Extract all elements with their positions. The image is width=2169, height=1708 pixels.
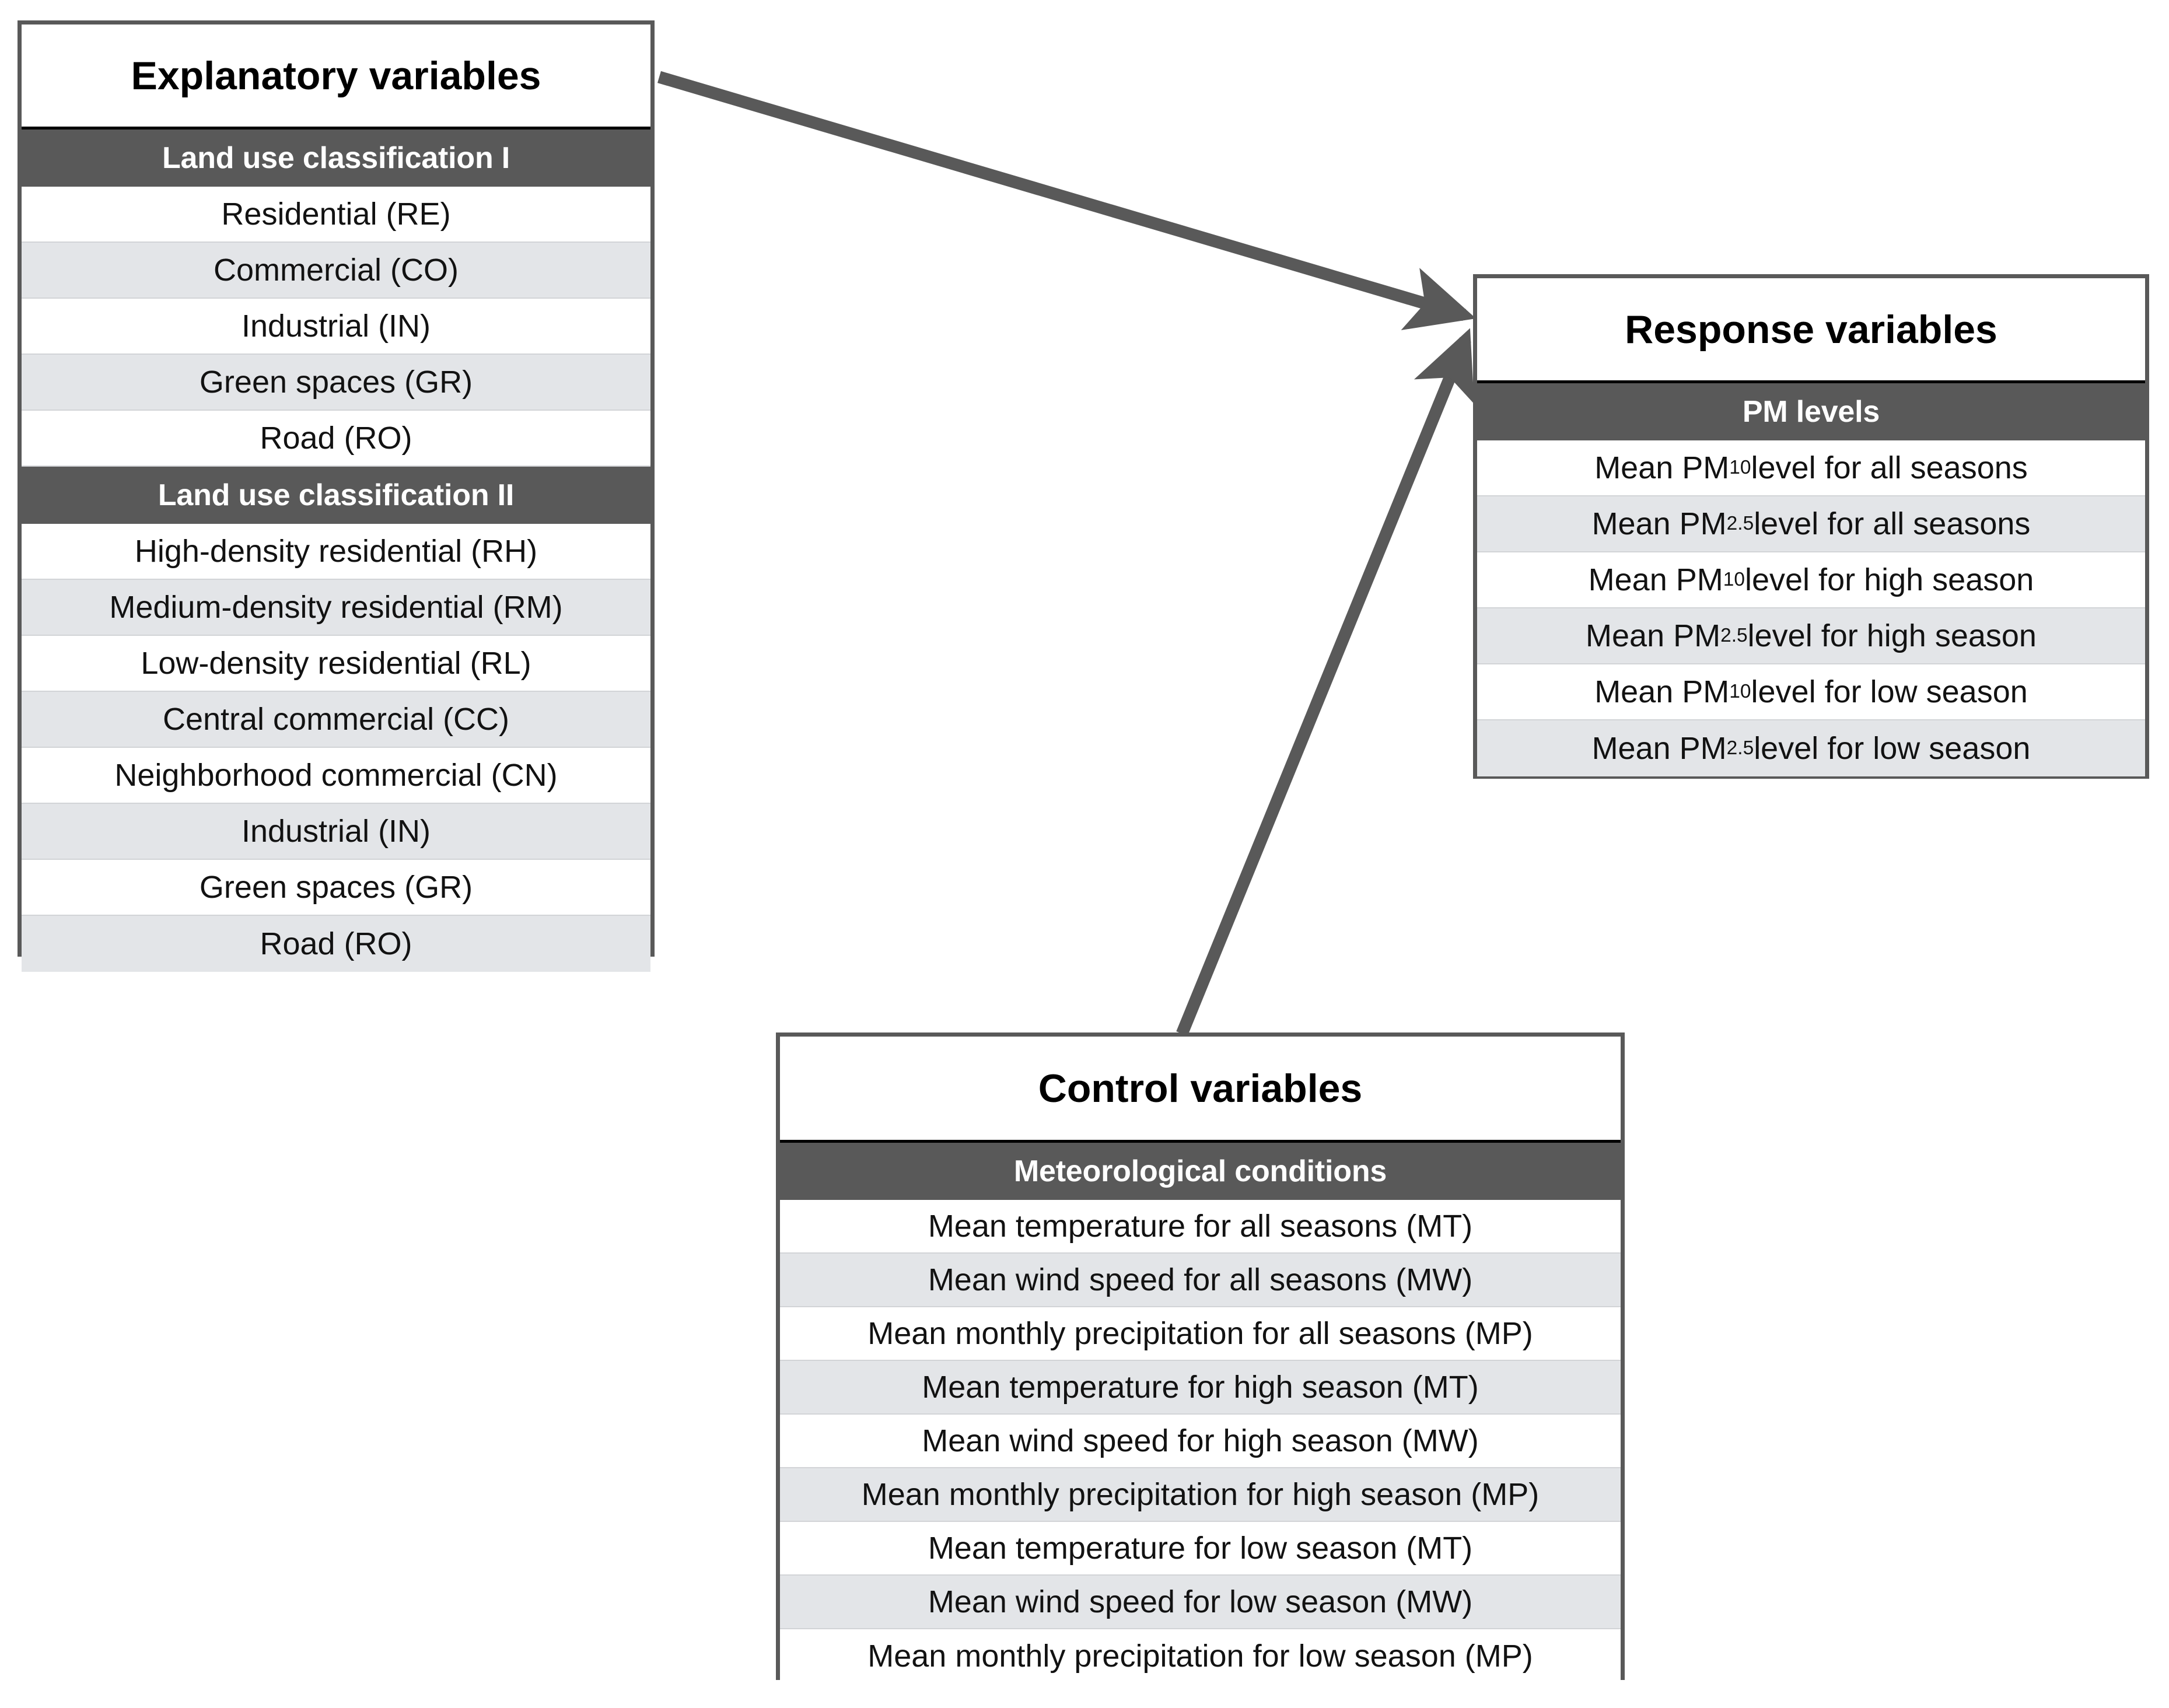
list-item: Industrial (IN) [22, 299, 650, 355]
list-item: Green spaces (GR) [22, 860, 650, 916]
list-item: Road (RO) [22, 411, 650, 467]
list-item: Mean monthly precipitation for low seaso… [780, 1629, 1621, 1683]
list-item: Mean monthly precipitation for all seaso… [780, 1307, 1621, 1361]
group-header-land-use-i: Land use classification I [22, 130, 650, 187]
list-item: Industrial (IN) [22, 804, 650, 860]
list-item: Mean monthly precipitation for high seas… [780, 1468, 1621, 1522]
group-header-pm-levels: PM levels [1477, 383, 2145, 440]
control-title: Control variables [780, 1037, 1621, 1143]
list-item: Mean wind speed for high season (MW) [780, 1415, 1621, 1468]
explanatory-variables-box: Explanatory variables Land use classific… [18, 20, 655, 972]
list-item: Commercial (CO) [22, 243, 650, 299]
list-item: Road (RO) [22, 916, 650, 972]
list-item: Mean temperature for high season (MT) [780, 1361, 1621, 1415]
group-header-meteorological-conditions: Meteorological conditions [780, 1143, 1621, 1200]
group-header-land-use-ii: Land use classification II [22, 467, 650, 524]
list-item: Low-density residential (RL) [22, 636, 650, 692]
response-title: Response variables [1477, 278, 2145, 383]
arrow-explanatory-to-response [657, 71, 1477, 330]
list-item: Mean wind speed for low season (MW) [780, 1576, 1621, 1629]
list-item: High-density residential (RH) [22, 524, 650, 580]
list-item: Mean temperature for low season (MT) [780, 1522, 1621, 1576]
explanatory-title: Explanatory variables [22, 24, 650, 130]
list-item: Neighborhood commercial (CN) [22, 748, 650, 804]
arrow-control-to-response [1176, 328, 1474, 1036]
list-item: Mean wind speed for all seasons (MW) [780, 1254, 1621, 1307]
list-item: Green spaces (GR) [22, 355, 650, 411]
list-item: Residential (RE) [22, 187, 650, 243]
list-item: Central commercial (CC) [22, 692, 650, 748]
list-item: Mean temperature for all seasons (MT) [780, 1200, 1621, 1254]
list-item: Medium-density residential (RM) [22, 580, 650, 636]
control-variables-box: Control variables Meteorological conditi… [776, 1032, 1625, 1683]
